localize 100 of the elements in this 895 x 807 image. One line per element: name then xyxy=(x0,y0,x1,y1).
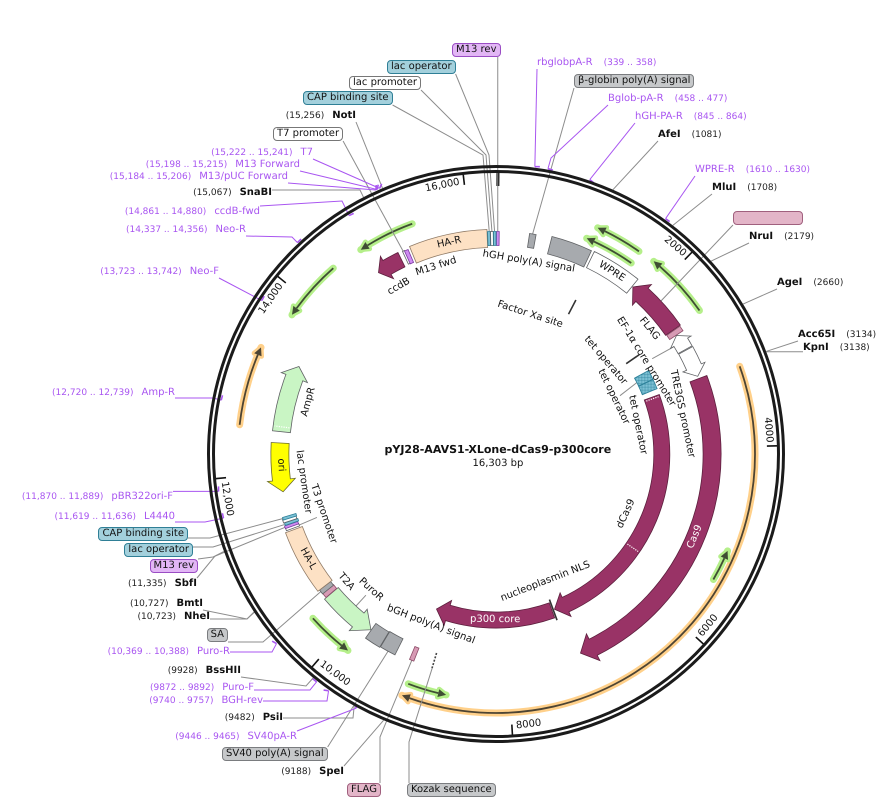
leader-line xyxy=(327,650,388,748)
primer-position: (15,184 .. 15,206) xyxy=(110,171,192,183)
enzyme-name: SpeI xyxy=(319,766,344,778)
primer-name: rbglobpA-R xyxy=(537,57,593,69)
leader-line xyxy=(228,591,322,642)
leader-line xyxy=(262,689,330,702)
leader-line xyxy=(246,236,302,244)
primer-position: (845 .. 864) xyxy=(694,111,747,123)
enzyme-name: NotI xyxy=(332,110,356,122)
feature-mark xyxy=(282,512,297,520)
leader-line xyxy=(300,170,380,190)
primer-position: (14,861 .. 14,880) xyxy=(124,206,206,218)
feature-label: lac promoter xyxy=(292,449,314,514)
enzyme-name: MluI xyxy=(712,182,736,194)
feature-label: HA-R xyxy=(436,234,463,252)
primer-name: Neo-R xyxy=(216,224,246,236)
leader-line xyxy=(356,122,384,189)
scale-label: 12,000 xyxy=(218,480,236,518)
enzyme-name: PsiI xyxy=(262,712,283,724)
leader-line xyxy=(192,524,285,548)
leader-line xyxy=(612,140,658,190)
feature-mark xyxy=(496,230,500,246)
feature-mark xyxy=(409,646,420,662)
enzyme-name: Acc65I xyxy=(798,329,836,341)
primer-name: L4440 xyxy=(144,511,175,523)
leader-line xyxy=(272,190,364,198)
leader-line xyxy=(198,526,286,560)
leader-line xyxy=(547,104,608,171)
enzyme-name: BmtI xyxy=(176,598,203,610)
leader-line xyxy=(355,594,366,607)
feature-label: Kozak sequence xyxy=(407,783,496,797)
site-position: (10,723) xyxy=(137,611,176,623)
leader-line xyxy=(766,351,804,352)
leader-line xyxy=(532,88,574,235)
feature-arc xyxy=(670,334,693,354)
leader-line xyxy=(672,194,712,226)
primer-name: M13 Forward xyxy=(235,159,300,171)
leader-line xyxy=(344,720,384,766)
feature-label: CAP binding site xyxy=(303,91,393,105)
leader-line xyxy=(240,676,314,687)
enzyme-name: NheI xyxy=(184,611,210,623)
site-position: (1708) xyxy=(747,182,778,194)
primer-name: M13/pUC Forward xyxy=(199,171,288,183)
leader-line xyxy=(664,176,696,222)
feature-mark xyxy=(431,652,438,670)
scale-label: 4000 xyxy=(761,416,776,443)
plasmid-name: pYJ28-AAVS1-XLone-dCas9-p300core xyxy=(384,443,612,456)
enzyme-name: NruI xyxy=(749,231,774,243)
site-position: (2179) xyxy=(784,231,814,243)
enzyme-name: SnaBI xyxy=(240,187,272,199)
leader-line xyxy=(282,705,355,718)
leader-line xyxy=(312,158,382,190)
primer-name: T7 xyxy=(300,147,313,159)
primer-position: (12,720 .. 12,739) xyxy=(52,387,134,399)
site-position: (9928) xyxy=(168,665,198,677)
primer-position: (339 .. 358) xyxy=(604,57,656,69)
primer-position: (1610 .. 1630) xyxy=(746,164,810,176)
leader-line xyxy=(619,382,638,396)
primer-position: (15,198 .. 15,215) xyxy=(146,159,228,171)
site-position: (15,256) xyxy=(286,110,324,122)
feature-label: M13 fwd xyxy=(414,255,458,280)
primer-position: (458 .. 477) xyxy=(674,93,728,105)
enzyme-name: AgeI xyxy=(777,277,802,289)
site-position: (1081) xyxy=(692,129,722,141)
leader-line xyxy=(766,340,798,352)
enzyme-name: KpnI xyxy=(803,342,829,354)
primer-position: (9446 .. 9465) xyxy=(175,731,240,743)
primer-position: (11,870 .. 11,889) xyxy=(22,491,104,503)
leader-line xyxy=(202,610,254,620)
scale-label: 16,000 xyxy=(424,176,462,196)
leader-line xyxy=(188,518,284,538)
plasmid-size: 16,303 bp xyxy=(472,458,524,470)
primer-name: Amp-R xyxy=(142,387,175,399)
feature-label: ccdB xyxy=(386,276,412,298)
leader-line xyxy=(589,122,636,184)
site-position: (10,727) xyxy=(130,598,168,610)
feature-label: M13 rev xyxy=(452,43,500,57)
feature-label: M13 rev xyxy=(150,559,198,573)
primer-position: (14,337 .. 14,356) xyxy=(126,224,208,236)
enzyme-name: BssHII xyxy=(206,665,241,677)
primer-name: pBR322ori-F xyxy=(111,491,173,503)
leader-line xyxy=(408,668,432,784)
feature-mark xyxy=(526,233,536,249)
feature-label: hGH poly(A) signal xyxy=(481,248,576,276)
primer-position: (15,222 .. 15,241) xyxy=(211,147,293,159)
primer-name: hGH-PA-R xyxy=(635,111,683,123)
leader-line xyxy=(174,512,224,522)
leader-line xyxy=(172,486,220,492)
leader-line xyxy=(342,140,404,252)
primer-name: BGH-rev xyxy=(221,695,263,707)
site-position: (9482) xyxy=(224,712,255,724)
leader-line xyxy=(210,612,255,620)
feature-mark xyxy=(492,230,496,246)
feature-label: SV40 poly(A) signal xyxy=(222,747,328,761)
enzyme-name: AfeI xyxy=(658,129,681,141)
leader-line xyxy=(298,516,318,526)
feature-label: β-globin poly(A) signal xyxy=(574,74,694,88)
leader-line xyxy=(218,278,265,302)
leader-line xyxy=(420,90,492,232)
site-position: (3138) xyxy=(840,342,870,354)
